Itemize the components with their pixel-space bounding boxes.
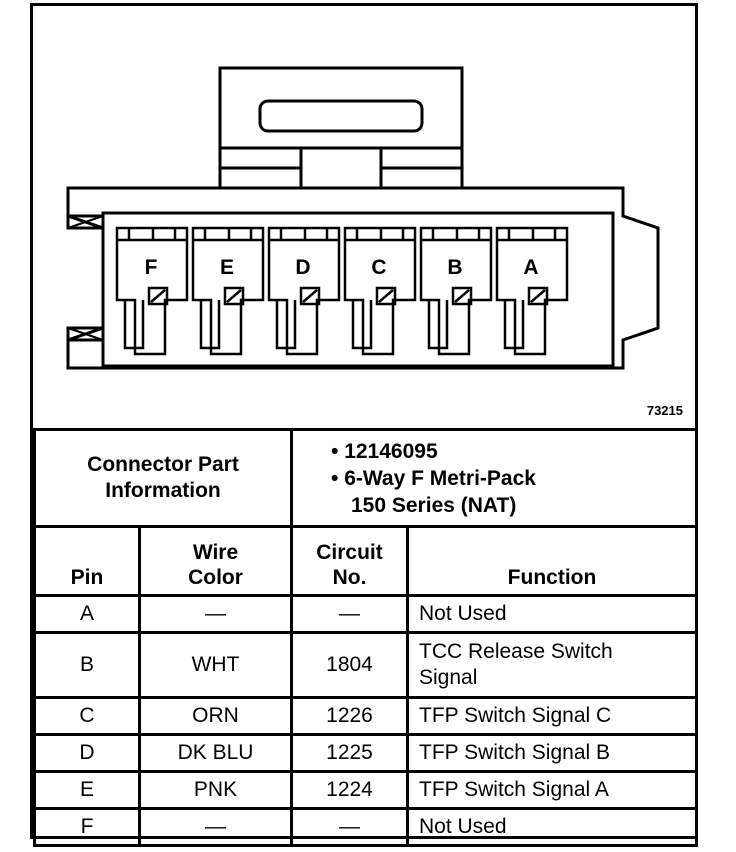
circuit-cell: — bbox=[290, 807, 409, 847]
circuit-cell: 1226 bbox=[290, 696, 409, 736]
wire-color-cell: DK BLU bbox=[138, 733, 293, 773]
function-cell: TFP Switch Signal B bbox=[406, 733, 698, 773]
info-connector-type: • 6-Way F Metri-Pack bbox=[331, 466, 536, 490]
header-function: Function bbox=[406, 525, 698, 597]
connector-info-row: Connector Part Information • 12146095 • … bbox=[33, 428, 698, 528]
wire-color-cell: WHT bbox=[138, 631, 293, 699]
pinout-frame: 73215 F E D C B A Connector Part Informa… bbox=[30, 3, 698, 847]
pinout-table: Connector Part Information • 12146095 • … bbox=[33, 428, 698, 847]
pin-cavity-b bbox=[419, 226, 493, 356]
pin-cell: B bbox=[33, 631, 141, 699]
connector-part-info: • 12146095 • 6-Way F Metri-Pack 150 Seri… bbox=[290, 428, 698, 528]
cavity-label-a: A bbox=[523, 256, 539, 279]
part-number: 12146095 bbox=[344, 439, 438, 463]
header-pin: Pin bbox=[33, 525, 141, 597]
pin-cavities bbox=[115, 226, 569, 356]
circuit-cell: 1224 bbox=[290, 770, 409, 810]
pin-cavity-a bbox=[495, 226, 569, 356]
pin-cell: F bbox=[33, 807, 141, 847]
connector-series: 150 Series (NAT) bbox=[351, 493, 517, 517]
connector-body-outline bbox=[66, 186, 660, 370]
circuit-cell: 1804 bbox=[290, 631, 409, 699]
connector-label-line2: Information bbox=[105, 479, 221, 502]
wire-color-cell: — bbox=[138, 807, 293, 847]
pin-cavity-e bbox=[191, 226, 265, 356]
connector-drawing: 73215 F E D C B A bbox=[33, 6, 695, 428]
info-part-number: • 12146095 bbox=[331, 439, 438, 463]
table-row: A — — Not Used bbox=[33, 594, 698, 634]
connector-part-label: Connector Part Information bbox=[33, 428, 293, 528]
pin-cell: C bbox=[33, 696, 141, 736]
cavity-label-f: F bbox=[144, 256, 158, 279]
table-row: F — — Not Used bbox=[33, 807, 698, 847]
connector-label-line1: Connector Part bbox=[87, 453, 239, 476]
lock-tab bbox=[258, 99, 424, 133]
circuit-cell: 1225 bbox=[290, 733, 409, 773]
table-row: D DK BLU 1225 TFP Switch Signal B bbox=[33, 733, 698, 773]
table-row: C ORN 1226 TFP Switch Signal C bbox=[33, 696, 698, 736]
pin-cavity-f bbox=[115, 226, 189, 356]
pin-cavity-c bbox=[343, 226, 417, 356]
pin-cavity-d bbox=[267, 226, 341, 356]
wire-color-cell: ORN bbox=[138, 696, 293, 736]
pin-cell: A bbox=[33, 594, 141, 634]
connector-face-drawing bbox=[66, 66, 660, 370]
connector-type: 6-Way F Metri-Pack bbox=[344, 466, 536, 490]
function-cell: Not Used bbox=[406, 807, 698, 847]
circuit-cell: — bbox=[290, 594, 409, 634]
wire-color-cell: — bbox=[138, 594, 293, 634]
cavity-label-b: B bbox=[447, 256, 463, 279]
cavity-label-c: C bbox=[371, 256, 387, 279]
pin-cell: E bbox=[33, 770, 141, 810]
function-cell: TFP Switch Signal A bbox=[406, 770, 698, 810]
function-cell: TFP Switch Signal C bbox=[406, 696, 698, 736]
function-cell: Not Used bbox=[406, 594, 698, 634]
figure-id: 73215 bbox=[646, 403, 683, 418]
cavity-label-d: D bbox=[295, 256, 311, 279]
wire-color-cell: PNK bbox=[138, 770, 293, 810]
cavity-label-e: E bbox=[219, 256, 234, 279]
table-row: E PNK 1224 TFP Switch Signal A bbox=[33, 770, 698, 810]
pin-cell: D bbox=[33, 733, 141, 773]
